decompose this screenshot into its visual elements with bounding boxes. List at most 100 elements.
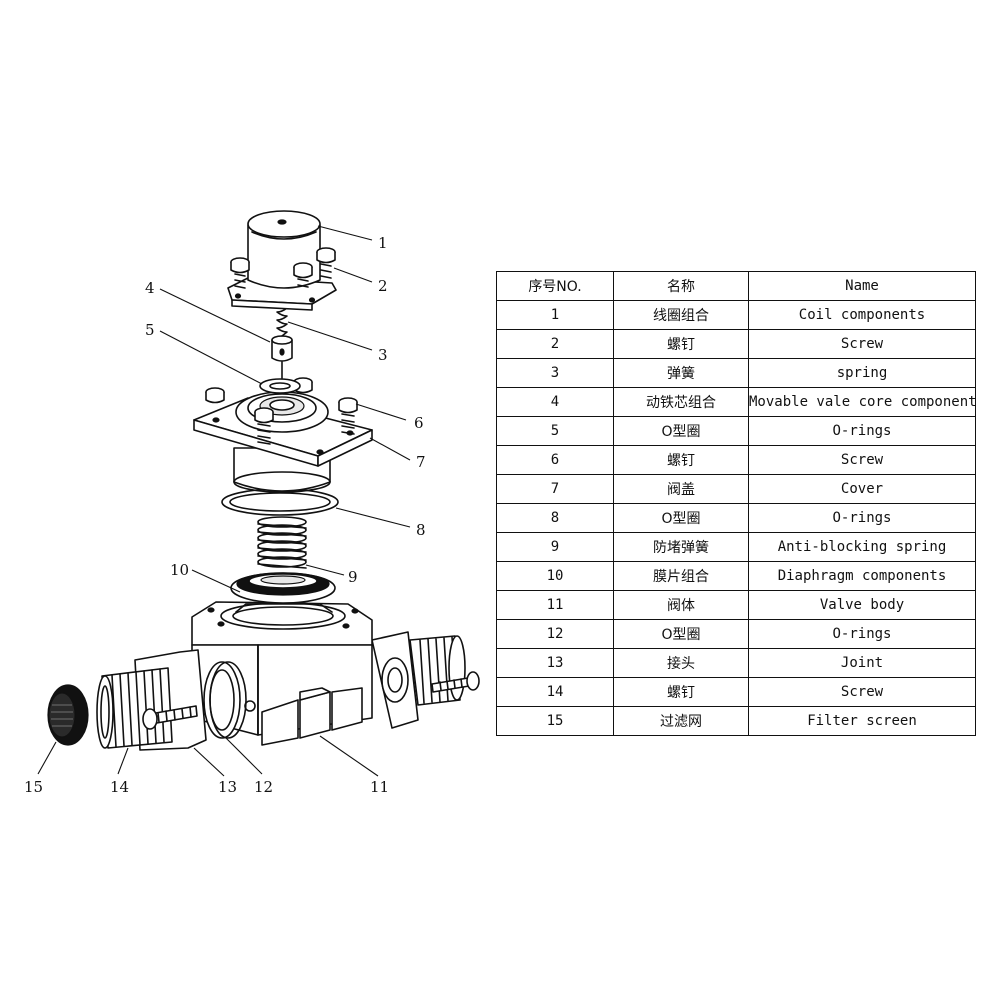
o-ring-5	[259, 378, 301, 394]
leader-lines	[37, 225, 411, 777]
part-name-cn: 接头	[613, 648, 749, 678]
part-name-cn: O型圈	[613, 416, 749, 446]
leader-5	[159, 330, 263, 385]
part-number: 7	[496, 474, 614, 504]
leader-3	[287, 321, 373, 351]
screw-6-right-front	[338, 397, 358, 435]
leader-7	[369, 437, 411, 461]
callout-4: 4	[145, 279, 155, 297]
callout-7: 7	[416, 453, 426, 471]
part-name-en: Filter screen	[748, 706, 976, 736]
callout-1: 1	[378, 234, 388, 252]
leader-6	[355, 403, 407, 421]
leader-8	[335, 507, 411, 528]
part-name-en: Anti-blocking spring	[748, 532, 976, 562]
callout-6: 6	[414, 414, 424, 432]
anti-blocking-spring-9	[257, 516, 307, 569]
table-header-row: 序号NO. 名称 Name	[496, 271, 976, 301]
part-number: 11	[496, 590, 614, 620]
part-name-en: O-rings	[748, 416, 976, 446]
header-cn-name: 名称	[613, 271, 749, 301]
part-name-en: Screw	[748, 445, 976, 475]
callout-11: 11	[370, 778, 389, 796]
leader-11	[319, 735, 379, 777]
callout-14: 14	[110, 778, 129, 796]
part-name-cn: 螺钉	[613, 329, 749, 359]
callout-13: 13	[218, 778, 237, 796]
leader-9	[305, 564, 345, 576]
part-name-cn: 阀体	[613, 590, 749, 620]
joint-13	[96, 649, 207, 751]
leader-12	[225, 737, 263, 775]
part-number: 2	[496, 329, 614, 359]
part-name-en: Coil components	[748, 300, 976, 330]
part-name-en: Screw	[748, 329, 976, 359]
part-name-cn: 螺钉	[613, 677, 749, 707]
callout-9: 9	[348, 568, 358, 586]
part-name-en: Screw	[748, 677, 976, 707]
valve-body	[191, 601, 480, 746]
part-name-en: Cover	[748, 474, 976, 504]
filter-screen-15	[47, 684, 89, 746]
part-number: 9	[496, 532, 614, 562]
callout-12: 12	[254, 778, 273, 796]
part-number: 1	[496, 300, 614, 330]
coil-components-1	[227, 210, 337, 311]
right-joint-screw	[431, 671, 480, 693]
part-name-en: Diaphragm components	[748, 561, 976, 591]
screw-2-middle	[293, 262, 313, 288]
part-name-cn: O型圈	[613, 619, 749, 649]
screw-6-left-front	[254, 407, 274, 445]
part-number: 8	[496, 503, 614, 533]
part-number: 13	[496, 648, 614, 678]
part-name-cn: 防堵弹簧	[613, 532, 749, 562]
part-name-cn: 动铁芯组合	[613, 387, 749, 417]
callout-3: 3	[378, 346, 388, 364]
part-number: 14	[496, 677, 614, 707]
part-name-cn: 弹簧	[613, 358, 749, 388]
leader-2	[333, 267, 373, 283]
leader-1	[317, 225, 373, 241]
leader-4	[159, 288, 271, 343]
callout-2: 2	[378, 277, 388, 295]
part-name-cn: 膜片组合	[613, 561, 749, 591]
leader-13	[193, 747, 225, 777]
part-name-cn: 螺钉	[613, 445, 749, 475]
callout-numbers: 1 2 3 4 5 6 7 8 9 10 11 12 13 14 15	[24, 234, 426, 796]
part-number: 15	[496, 706, 614, 736]
part-number: 6	[496, 445, 614, 475]
part-name-en: Joint	[748, 648, 976, 678]
part-name-en: spring	[748, 358, 976, 388]
callout-15: 15	[24, 778, 43, 796]
part-name-en: Movable vale core components	[748, 387, 976, 417]
callout-10: 10	[170, 561, 189, 579]
part-number: 5	[496, 416, 614, 446]
diaphragm-10	[230, 572, 336, 604]
part-name-cn: 过滤网	[613, 706, 749, 736]
screw-2-left	[230, 257, 250, 289]
part-number: 4	[496, 387, 614, 417]
part-name-cn: 阀盖	[613, 474, 749, 504]
part-name-en: Valve body	[748, 590, 976, 620]
screw-6-left-back	[205, 387, 225, 404]
part-name-cn: 线圈组合	[613, 300, 749, 330]
callout-8: 8	[416, 521, 426, 539]
part-name-en: O-rings	[748, 619, 976, 649]
part-number: 3	[496, 358, 614, 388]
leader-10	[191, 569, 241, 593]
